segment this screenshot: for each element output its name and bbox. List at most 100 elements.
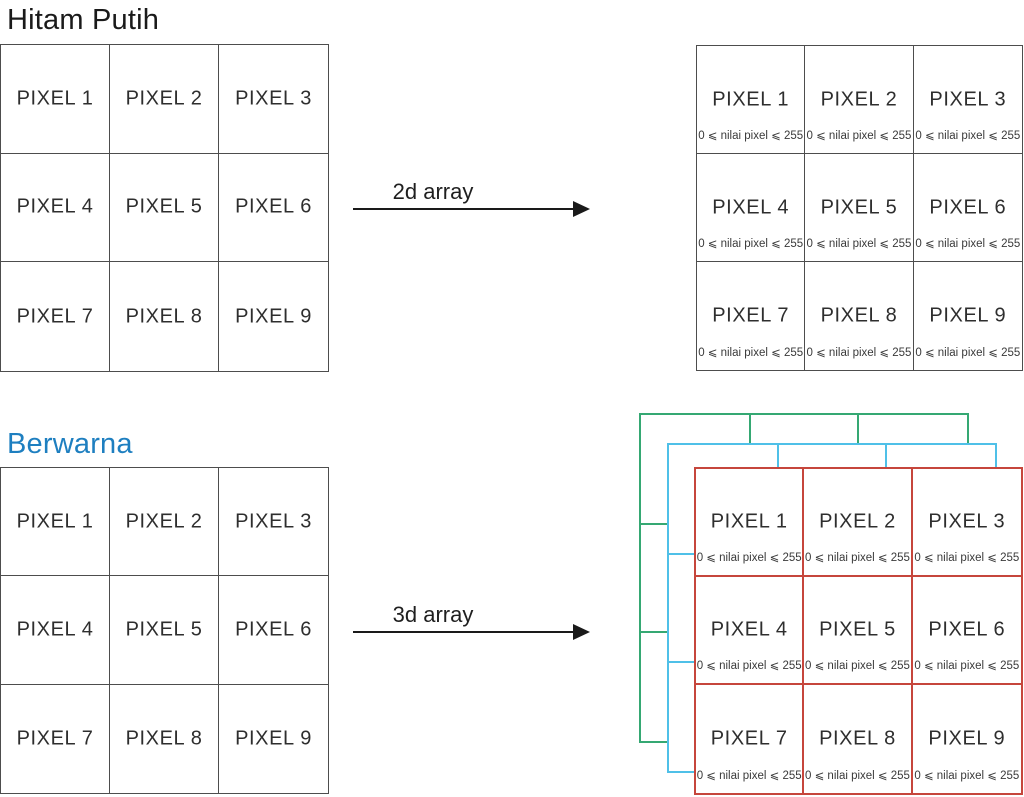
pixel-label: PIXEL 8 <box>820 304 898 327</box>
pixel-cell: PIXEL 4 <box>1 576 110 685</box>
pixel-label: PIXEL 1 <box>710 510 788 533</box>
pixel-cell: PIXEL 5 0 ⩽ nilai pixel ⩽ 255 <box>805 154 914 262</box>
pixel-label: PIXEL 9 <box>235 305 312 328</box>
pixel-label: PIXEL 7 <box>16 727 94 750</box>
pixel-cell: PIXEL 6 <box>219 576 328 685</box>
pixel-label: PIXEL 5 <box>820 196 898 218</box>
pixel-value-range: 0 ⩽ nilai pixel ⩽ 255 <box>698 238 804 250</box>
pixel-label: PIXEL 5 <box>125 618 203 641</box>
pixel-label: PIXEL 2 <box>819 510 896 533</box>
pixel-cell: PIXEL 3 <box>219 45 328 154</box>
pixel-label: PIXEL 6 <box>929 196 1007 218</box>
arrow-3d-line <box>353 631 575 633</box>
pixel-cell: PIXEL 8 <box>110 684 219 793</box>
pixel-cell: PIXEL 3 0 ⩽ nilai pixel ⩽ 255 <box>912 469 1021 577</box>
arrow-2d-line <box>353 208 575 210</box>
pixel-value-range: 0 ⩽ nilai pixel ⩽ 255 <box>805 770 910 782</box>
pixel-cell: PIXEL 4 0 ⩽ nilai pixel ⩽ 255 <box>696 577 805 685</box>
pixel-cell: PIXEL 8 0 ⩽ nilai pixel ⩽ 255 <box>804 685 913 793</box>
pixel-cell: PIXEL 1 0 ⩽ nilai pixel ⩽ 255 <box>696 469 805 577</box>
section-title-hitam-putih: Hitam Putih <box>7 4 160 36</box>
pixel-value-range: 0 ⩽ nilai pixel ⩽ 255 <box>696 770 802 782</box>
pixel-label: PIXEL 2 <box>125 510 203 533</box>
pixel-label: PIXEL 2 <box>125 87 203 110</box>
pixel-label: PIXEL 4 <box>710 618 788 641</box>
pixel-value-range: 0 ⩽ nilai pixel ⩽ 255 <box>805 660 910 672</box>
pixel-label: PIXEL 1 <box>16 510 94 533</box>
pixel-label: PIXEL 9 <box>928 727 1006 750</box>
pixel-value-range: 0 ⩽ nilai pixel ⩽ 255 <box>806 130 912 142</box>
arrow-right-icon <box>573 624 590 640</box>
pixel-value-range: 0 ⩽ nilai pixel ⩽ 255 <box>806 347 912 359</box>
pixel-label: PIXEL 7 <box>710 727 788 750</box>
pixel-label: PIXEL 4 <box>712 196 790 218</box>
pixel-label: PIXEL 5 <box>125 195 203 218</box>
pixel-value-range: 0 ⩽ nilai pixel ⩽ 255 <box>806 238 912 250</box>
pixel-label: PIXEL 9 <box>235 727 312 750</box>
pixel-label: PIXEL 6 <box>235 618 312 641</box>
pixel-cell: PIXEL 1 <box>1 45 110 154</box>
pixel-value-range: 0 ⩽ nilai pixel ⩽ 255 <box>696 552 802 564</box>
pixel-label: PIXEL 6 <box>235 195 312 218</box>
pixel-cell: PIXEL 9 <box>219 262 328 371</box>
pixel-label: PIXEL 2 <box>820 88 898 110</box>
pixel-cell: PIXEL 8 <box>110 262 219 371</box>
pixel-label: PIXEL 5 <box>819 618 896 641</box>
pixel-label: PIXEL 4 <box>16 618 94 641</box>
pixel-cell: PIXEL 1 <box>1 468 110 577</box>
pixel-label: PIXEL 3 <box>928 510 1006 533</box>
pixel-cell: PIXEL 7 <box>1 684 110 793</box>
pixel-cell: PIXEL 7 0 ⩽ nilai pixel ⩽ 255 <box>697 262 806 370</box>
pixel-cell: PIXEL 4 <box>1 153 110 263</box>
pixel-value-range: 0 ⩽ nilai pixel ⩽ 255 <box>915 130 1021 142</box>
pixel-cell: PIXEL 5 <box>110 153 219 263</box>
arrow-right-icon <box>573 201 590 217</box>
pixel-value-range: 0 ⩽ nilai pixel ⩽ 255 <box>914 552 1020 564</box>
pixel-cell: PIXEL 2 0 ⩽ nilai pixel ⩽ 255 <box>805 46 914 154</box>
arrow-3d-label: 3d array <box>392 602 474 627</box>
color-source-grid: PIXEL 1 PIXEL 2 PIXEL 3 PIXEL 4 PIXEL 5 PIXEL… <box>0 467 329 794</box>
pixel-label: PIXEL 8 <box>819 727 896 750</box>
pixel-cell: PIXEL 9 0 ⩽ nilai pixel ⩽ 255 <box>913 685 1021 793</box>
pixel-value-range: 0 ⩽ nilai pixel ⩽ 255 <box>698 130 804 142</box>
pixel-cell: PIXEL 9 <box>219 685 328 793</box>
pixel-label: PIXEL 7 <box>16 305 94 328</box>
pixel-cell: PIXEL 3 <box>219 468 328 577</box>
pixel-label: PIXEL 3 <box>929 88 1007 110</box>
pixel-cell: PIXEL 2 <box>110 45 219 154</box>
pixel-label: PIXEL 8 <box>125 305 203 328</box>
arrow-2d-label: 2d array <box>392 179 474 204</box>
pixel-value-range: 0 ⩽ nilai pixel ⩽ 255 <box>915 238 1021 250</box>
pixel-value-range: 0 ⩽ nilai pixel ⩽ 255 <box>915 347 1021 359</box>
pixel-cell: PIXEL 8 0 ⩽ nilai pixel ⩽ 255 <box>805 262 914 370</box>
pixel-cell: PIXEL 9 0 ⩽ nilai pixel ⩽ 255 <box>914 262 1022 370</box>
pixel-cell: PIXEL 2 0 ⩽ nilai pixel ⩽ 255 <box>804 469 913 577</box>
stack-layer-red-result-grid: PIXEL 1 0 ⩽ nilai pixel ⩽ 255 PIXEL 2 0 ⩽ n… <box>694 467 1023 795</box>
pixel-label: PIXEL 7 <box>712 304 790 327</box>
pixel-label: PIXEL 3 <box>235 510 312 533</box>
pixel-value-range: 0 ⩽ nilai pixel ⩽ 255 <box>914 660 1020 672</box>
pixel-cell: PIXEL 6 0 ⩽ nilai pixel ⩽ 255 <box>913 154 1022 262</box>
pixel-value-range: 0 ⩽ nilai pixel ⩽ 255 <box>914 770 1020 782</box>
bw-source-grid: PIXEL 1 PIXEL 2 PIXEL 3 PIXEL 4 PIXEL 5 PIXEL… <box>0 44 329 372</box>
pixel-value-range: 0 ⩽ nilai pixel ⩽ 255 <box>696 660 802 672</box>
pixel-label: PIXEL 1 <box>16 87 94 110</box>
pixel-cell: PIXEL 2 <box>110 468 219 577</box>
pixel-cell: PIXEL 4 0 ⩽ nilai pixel ⩽ 255 <box>697 154 806 262</box>
pixel-value-range: 0 ⩽ nilai pixel ⩽ 255 <box>805 552 910 564</box>
pixel-cell: PIXEL 1 0 ⩽ nilai pixel ⩽ 255 <box>697 46 806 154</box>
pixel-cell: PIXEL 7 0 ⩽ nilai pixel ⩽ 255 <box>696 685 805 793</box>
pixel-cell: PIXEL 6 <box>219 154 328 263</box>
section-title-berwarna: Berwarna <box>7 428 133 460</box>
pixel-cell: PIXEL 3 0 ⩽ nilai pixel ⩽ 255 <box>913 46 1022 154</box>
pixel-label: PIXEL 1 <box>712 88 790 110</box>
pixel-label: PIXEL 4 <box>16 195 94 218</box>
pixel-cell: PIXEL 5 <box>110 576 219 685</box>
pixel-cell: PIXEL 7 <box>1 262 110 371</box>
pixel-value-range: 0 ⩽ nilai pixel ⩽ 255 <box>698 347 804 359</box>
pixel-label: PIXEL 8 <box>125 727 203 750</box>
bw-result-grid: PIXEL 1 0 ⩽ nilai pixel ⩽ 255 PIXEL 2 0 ⩽ n… <box>696 45 1023 371</box>
pixel-label: PIXEL 9 <box>929 304 1007 327</box>
